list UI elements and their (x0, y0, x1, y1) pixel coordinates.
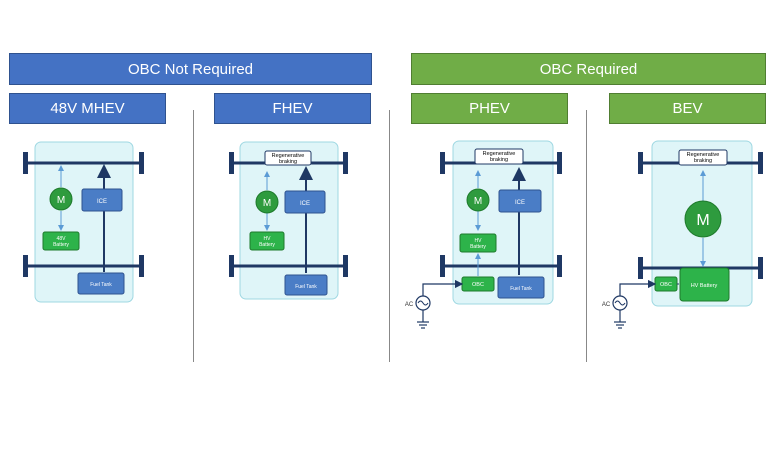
fuel-tank-label: Fuel Tank (90, 282, 112, 288)
fuel-tank-label: Fuel Tank (510, 286, 532, 292)
phev-title: PHEV (411, 93, 568, 124)
battery-label-line2: Battery (259, 242, 275, 248)
regen-label-line1: Regenerative (687, 152, 720, 158)
regen-label-line1: Regenerative (483, 151, 516, 157)
wheel (440, 152, 445, 174)
motor-label: M (696, 212, 709, 229)
battery-label-line2: Battery (53, 242, 69, 248)
regen-label-line2: braking (694, 158, 712, 164)
regenerative-braking-box (678, 149, 728, 166)
wheel (23, 152, 28, 174)
wheel (758, 152, 763, 174)
motor-icon (255, 190, 279, 214)
separator-line (586, 110, 587, 362)
battery-box (249, 231, 285, 251)
bev-title: BEV (609, 93, 766, 124)
separator-line (193, 110, 194, 362)
battery-label-line1: 48V (57, 236, 67, 242)
regen-label-line1: Regenerative (272, 153, 305, 159)
wheel (440, 255, 445, 277)
battery-box (679, 267, 730, 302)
wheel (229, 255, 234, 277)
battery-label-line1: HV (475, 238, 483, 244)
mhev-diagram: M ICE 48V Battery Fuel Tank (23, 141, 144, 303)
charging-wire (422, 279, 464, 297)
wheel (23, 255, 28, 277)
motor-label: M (57, 195, 65, 206)
fhev-diagram: Regenerative braking M ICE HV Battery Fu… (229, 141, 348, 300)
fuel-tank-box (77, 272, 125, 295)
ac-label: AC (405, 302, 414, 308)
fuel-tank-box (284, 274, 328, 296)
regenerative-braking-box (264, 150, 312, 166)
motor-icon (49, 187, 73, 211)
wheel (139, 152, 144, 174)
battery-box (459, 233, 497, 253)
regen-label-line2: braking (490, 157, 508, 163)
ice-label: ICE (97, 199, 107, 205)
wheel (557, 255, 562, 277)
chassis-body (34, 141, 134, 303)
wheel (343, 255, 348, 277)
bev-diagram: Regenerative braking M HV Battery OBC AC (602, 140, 763, 329)
wheel (139, 255, 144, 277)
ice-box (81, 188, 123, 212)
battery-box (42, 231, 80, 251)
wheel (758, 257, 763, 279)
phev-diagram: Regenerative braking M ICE HV Battery OB… (405, 140, 562, 329)
battery-label-line2: Battery (470, 244, 486, 250)
wheel (638, 152, 643, 174)
battery-label-line1: HV (264, 236, 272, 242)
charging-wire (619, 279, 657, 297)
ac-label: AC (602, 302, 611, 308)
separator-line (389, 110, 390, 362)
fuel-tank-label: Fuel Tank (295, 284, 317, 290)
ice-box (284, 190, 326, 214)
regen-label-line2: braking (279, 159, 297, 165)
motor-label: M (263, 198, 271, 209)
ice-label: ICE (515, 200, 525, 206)
fhev-title: FHEV (214, 93, 371, 124)
obc-required-header: OBC Required (411, 53, 766, 85)
mhev-title: 48V MHEV (9, 93, 166, 124)
wheel (343, 152, 348, 174)
motor-icon (684, 200, 722, 238)
motor-icon (466, 188, 490, 212)
ice-box (498, 189, 542, 213)
obc-label: OBC (660, 282, 672, 288)
motor-label: M (474, 196, 482, 207)
fuel-tank-box (497, 276, 545, 299)
wheel (557, 152, 562, 174)
obc-not-required-header: OBC Not Required (9, 53, 372, 85)
regenerative-braking-box (474, 148, 524, 165)
ice-label: ICE (300, 201, 310, 207)
wheel (229, 152, 234, 174)
battery-label: HV Battery (691, 283, 718, 289)
obc-label: OBC (472, 282, 484, 288)
chassis-body (239, 141, 339, 300)
wheel (638, 257, 643, 279)
